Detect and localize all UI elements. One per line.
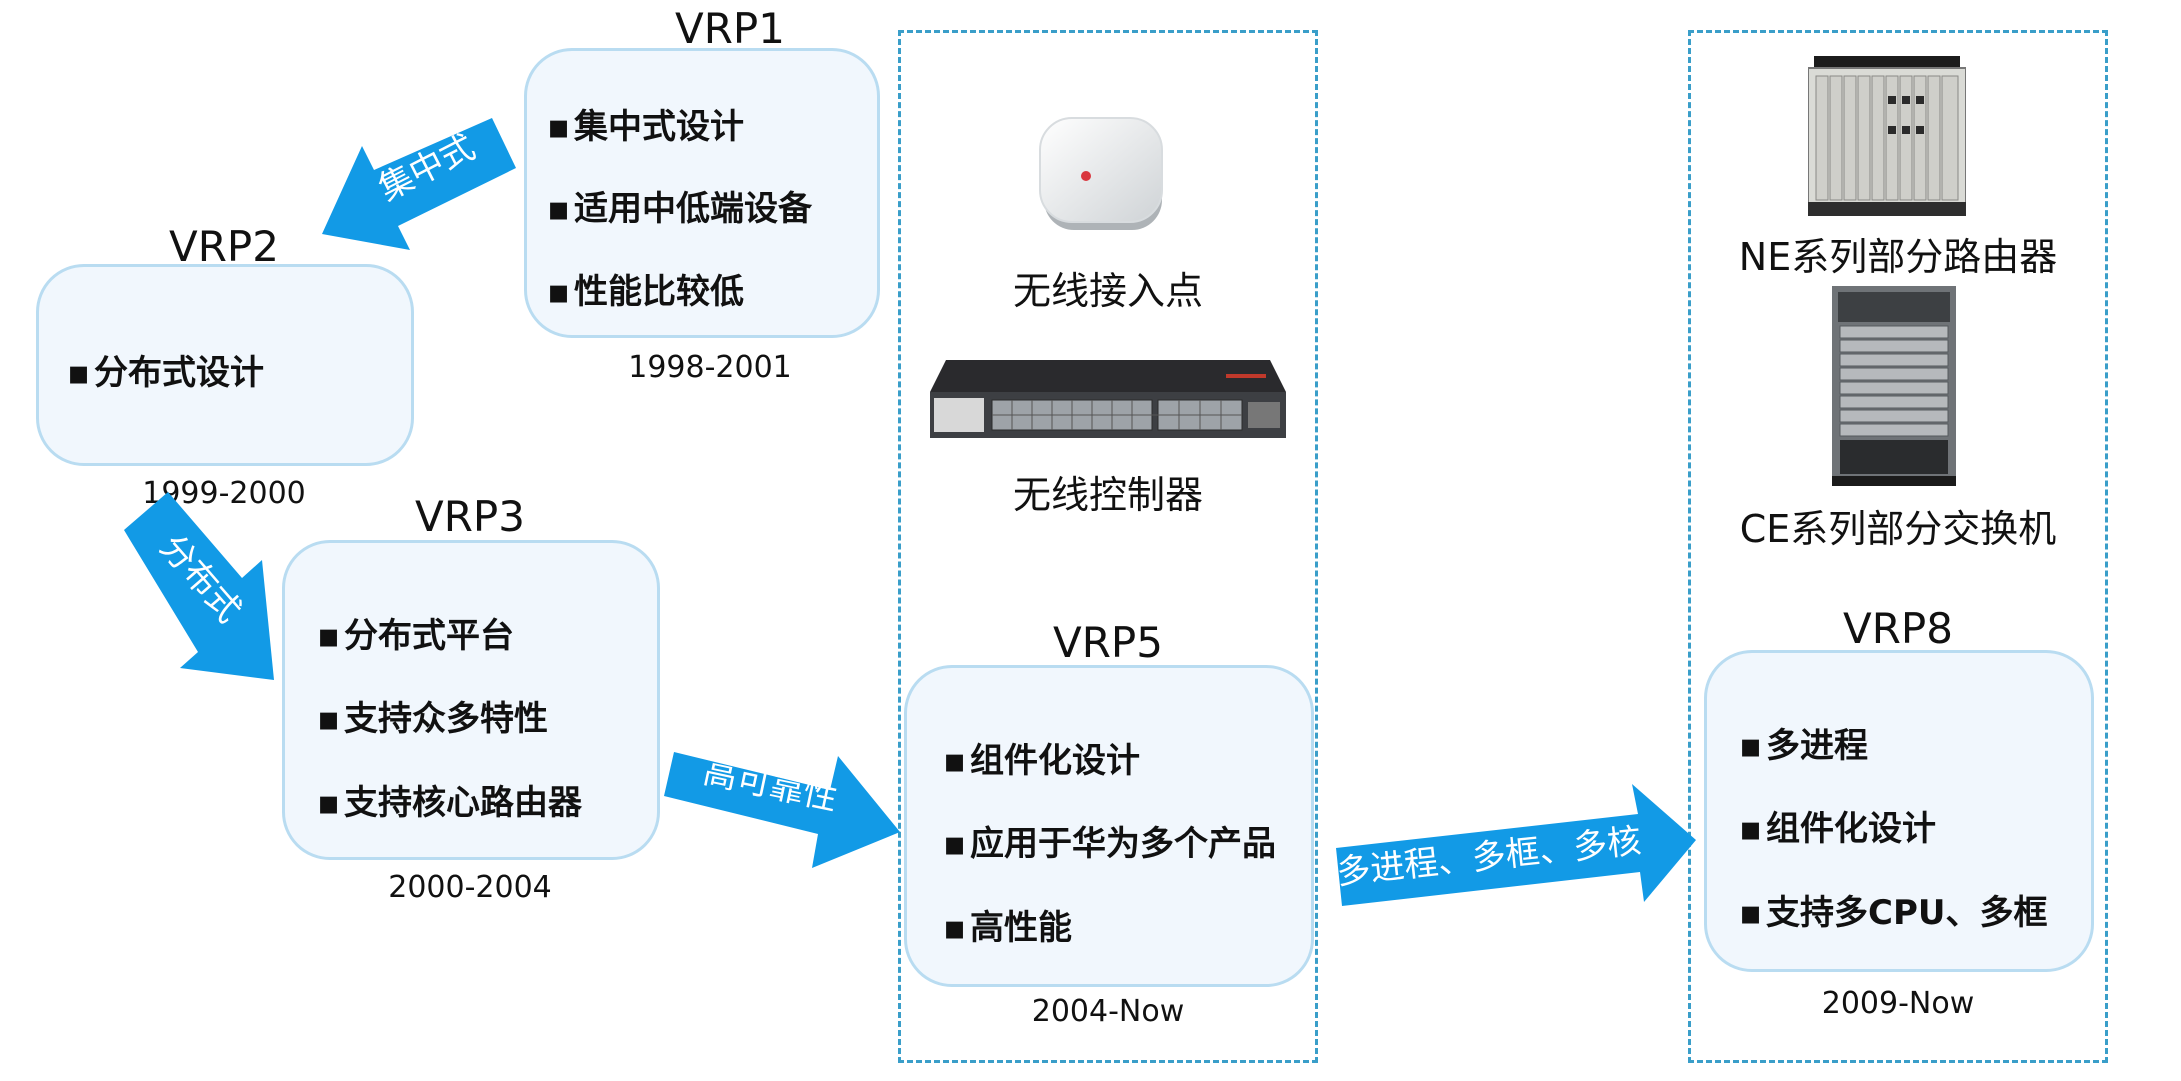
- vrp5-item: 组件化设计: [943, 733, 1140, 782]
- centralized-arrow: 集中式: [322, 118, 516, 250]
- vrp2-title: VRP2: [169, 222, 279, 271]
- vrp3-years: 2000-2004: [388, 870, 552, 905]
- vrp1-title: VRP1: [675, 4, 785, 53]
- wireless-controller-label: 无线控制器: [1012, 473, 1203, 517]
- vrp2-box: 分布式设计: [36, 264, 414, 466]
- multi-arrow: 多进程、多框、多核: [1335, 784, 1696, 906]
- vrp8-title: VRP8: [1843, 604, 1953, 653]
- vrp3-item: 分布式平台: [317, 608, 514, 657]
- ne-router-image: [1808, 56, 1966, 216]
- high-reliability-arrow: 高可靠性: [664, 752, 900, 868]
- distributed-arrow: 分布式: [124, 492, 274, 680]
- vrp5-box: 组件化设计 应用于华为多个产品 高性能: [904, 665, 1314, 987]
- vrp3-box: 分布式平台 支持众多特性 支持核心路由器: [282, 540, 660, 860]
- vrp1-box: 集中式设计 适用中低端设备 性能比较低: [524, 48, 880, 338]
- vrp8-years: 2009-Now: [1821, 986, 1975, 1021]
- vrp1-years: 1998-2001: [628, 350, 792, 385]
- vrp8-panel: [1688, 30, 2108, 1063]
- vrp3-item: 支持众多特性: [317, 691, 548, 740]
- vrp8-box: 多进程 组件化设计 支持多CPU、多框: [1704, 650, 2094, 972]
- ce-switch-label: CE系列部分交换机: [1739, 507, 2057, 551]
- vrp3-title: VRP3: [415, 492, 525, 541]
- wireless-controller-image: [930, 360, 1286, 438]
- vrp3-item: 支持核心路由器: [317, 775, 582, 824]
- vrp5-item: 高性能: [943, 900, 1072, 949]
- vrp5-panel: [898, 30, 1318, 1063]
- vrp1-item: 集中式设计: [547, 99, 744, 148]
- vrp1-item: 性能比较低: [547, 264, 744, 313]
- vrp8-item: 多进程: [1739, 718, 1868, 767]
- wireless-ap-label: 无线接入点: [1012, 269, 1203, 313]
- vrp1-item: 适用中低端设备: [547, 181, 812, 230]
- ce-switch-image: [1832, 286, 1956, 486]
- vrp8-item: 组件化设计: [1739, 801, 1936, 850]
- ne-router-label: NE系列部分路由器: [1738, 235, 2058, 279]
- vrp5-item: 应用于华为多个产品: [943, 816, 1276, 865]
- wireless-ap-image: [1039, 117, 1163, 230]
- vrp5-title: VRP5: [1053, 618, 1163, 667]
- vrp5-years: 2004-Now: [1031, 994, 1185, 1029]
- vrp2-item: 分布式设计: [67, 345, 264, 394]
- vrp8-item: 支持多CPU、多框: [1739, 885, 2047, 934]
